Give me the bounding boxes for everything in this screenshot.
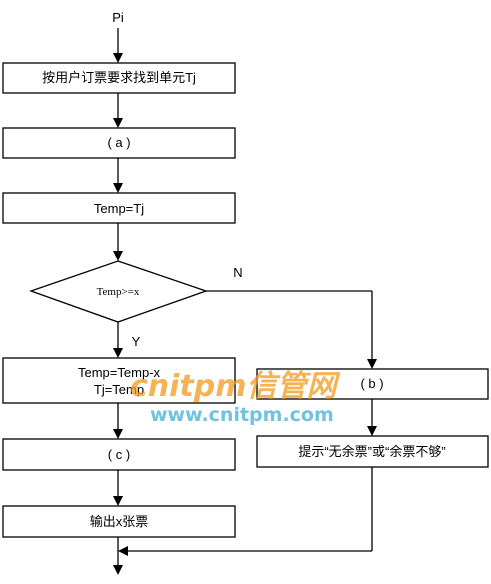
- step-a-box: [2, 127, 236, 159]
- arrowhead: [113, 53, 123, 63]
- step-update-line1: Temp=Temp-x: [78, 365, 160, 380]
- arrowhead: [113, 251, 123, 261]
- step-a-label: ( a ): [107, 135, 130, 150]
- arrowhead: [367, 359, 377, 369]
- step-assign-temp-box: [2, 192, 236, 224]
- arrowhead: [113, 118, 123, 128]
- watermark-brand: cnitpm信管网: [130, 369, 340, 404]
- arrowhead: [367, 426, 377, 436]
- arrowhead: [113, 565, 123, 575]
- step-insufficient-label: 提示“无余票”或“余票不够”: [298, 444, 445, 459]
- no-branch-label: N: [233, 265, 242, 280]
- step-insufficient-box: [256, 435, 489, 468]
- arrowhead: [113, 496, 123, 506]
- decision-label: Temp>=x: [97, 286, 140, 298]
- arrowhead: [113, 429, 123, 439]
- step-output-label: 输出x张票: [90, 514, 149, 529]
- step-assign-temp-label: Temp=Tj: [94, 201, 144, 216]
- watermark-url: www.cnitpm.com: [150, 404, 334, 426]
- yes-branch-label: Y: [132, 334, 141, 349]
- step-find-unit-box: [2, 62, 236, 94]
- step-c-box: [2, 438, 236, 471]
- step-c-label: ( c ): [108, 447, 130, 462]
- step-output-box: [2, 505, 236, 538]
- step-b-label: ( b ): [360, 376, 383, 391]
- step-find-unit-label: 按用户订票要求找到单元Tj: [42, 70, 196, 85]
- arrowhead: [113, 183, 123, 193]
- step-update-line2: Tj=Temp: [94, 382, 144, 397]
- arrowhead: [118, 546, 128, 556]
- start-label: Pi: [112, 10, 124, 25]
- arrowhead: [113, 348, 123, 358]
- step-update-box: [2, 357, 236, 404]
